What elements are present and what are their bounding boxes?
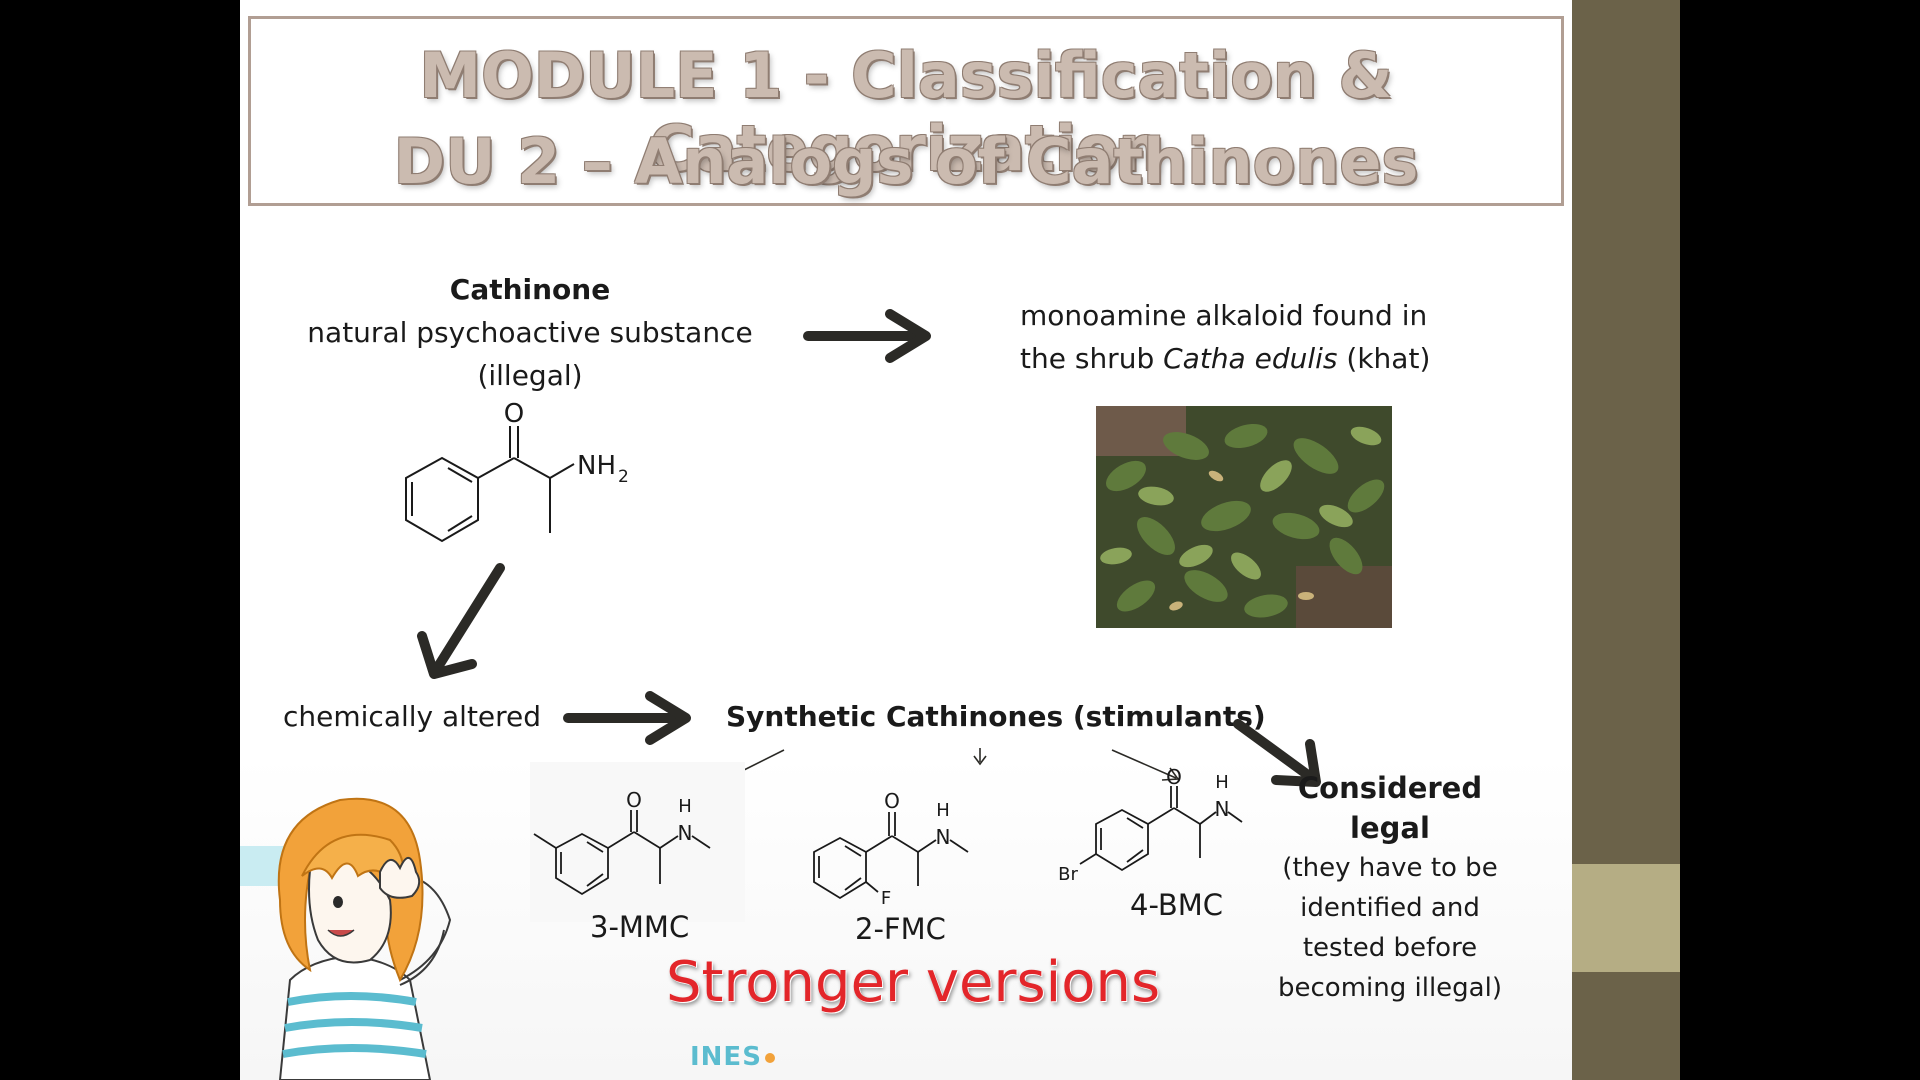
cathinone-nh-subscript: 2 [618,467,629,487]
alkaloid-species: Catha edulis [1163,342,1338,375]
logo-dot-icon [764,1052,775,1063]
stronger-versions-label: Stronger versions [666,950,1161,1015]
khat-photo [1096,406,1392,628]
title-line-1: MODULE 1 - Classification & Categorizati… [419,39,1393,185]
3mmc-h: H [678,796,692,817]
legal-note-4: becoming illegal) [1278,973,1502,1003]
considered-legal-block: Considered legal (they have to be identi… [1270,768,1510,1008]
4bmc-o: O [1166,765,1182,789]
3mmc-n: N [678,821,693,845]
2fmc-f: F [881,888,891,909]
cathinone-o-label: O [504,399,524,429]
4bmc-h: H [1215,772,1229,793]
cathinone-nh-label: NH [577,451,616,481]
cathinone-description: natural psychoactive substance [307,316,753,349]
alkaloid-description: monoamine alkaloid found in the shrub Ca… [1020,294,1480,380]
4bmc-n: N [1215,797,1230,821]
arrow-down-right [1233,719,1321,787]
label-3mmc: 3-MMC [590,910,690,944]
structure-3mmc: O H N [530,762,745,922]
label-2fmc: 2-FMC [855,912,946,946]
decorative-sidebar-accent [1572,864,1680,972]
legal-heading-1: Considered [1297,771,1483,805]
alkaloid-line-2-post: (khat) [1337,342,1431,375]
alkaloid-line-2-pre: the shrub [1020,342,1164,375]
arrow-right-top [803,309,931,363]
4bmc-br: Br [1058,864,1078,885]
2fmc-n: N [936,825,951,849]
legal-heading-2: legal [1350,811,1430,845]
alkaloid-line-1: monoamine alkaloid found in [1020,299,1428,332]
legal-note-3: tested before [1302,933,1478,963]
slide: MODULE 1 - Classification & Categorizati… [240,0,1572,1080]
chemically-altered-label: chemically altered [283,700,542,733]
alkaloid-line-2: the shrub Catha edulis (khat) [1020,337,1480,380]
cathinone-status: (illegal) [477,359,583,392]
2fmc-o: O [884,789,900,813]
arrow-right-middle [563,691,691,745]
ines-logo: INES [690,1042,775,1072]
title-box: MODULE 1 - Classification & Categorizati… [248,16,1564,206]
2fmc-h: H [936,800,950,821]
label-4bmc: 4-BMC [1130,888,1224,922]
3mmc-o: O [626,788,642,812]
ines-logo-text: INES [690,1042,762,1072]
arrow-down-left [417,563,505,679]
synthetic-cathinones-label: Synthetic Cathinones (stimulants) [726,700,1266,733]
legal-note-2: identified and [1300,893,1480,923]
title-line-2: DU 2 – Analogs of Cathinones [393,125,1419,198]
cathinone-block: Cathinone natural psychoactive substance… [280,268,780,397]
legal-note-1: (they have to be [1282,853,1498,883]
structure-2fmc: O H N F [813,789,969,909]
structure-4bmc: O H N Br [1058,765,1243,885]
cathinone-structure: O NH 2 [405,399,629,543]
cathinone-name: Cathinone [449,273,611,306]
cartoon-girl-illustration [240,797,452,1080]
